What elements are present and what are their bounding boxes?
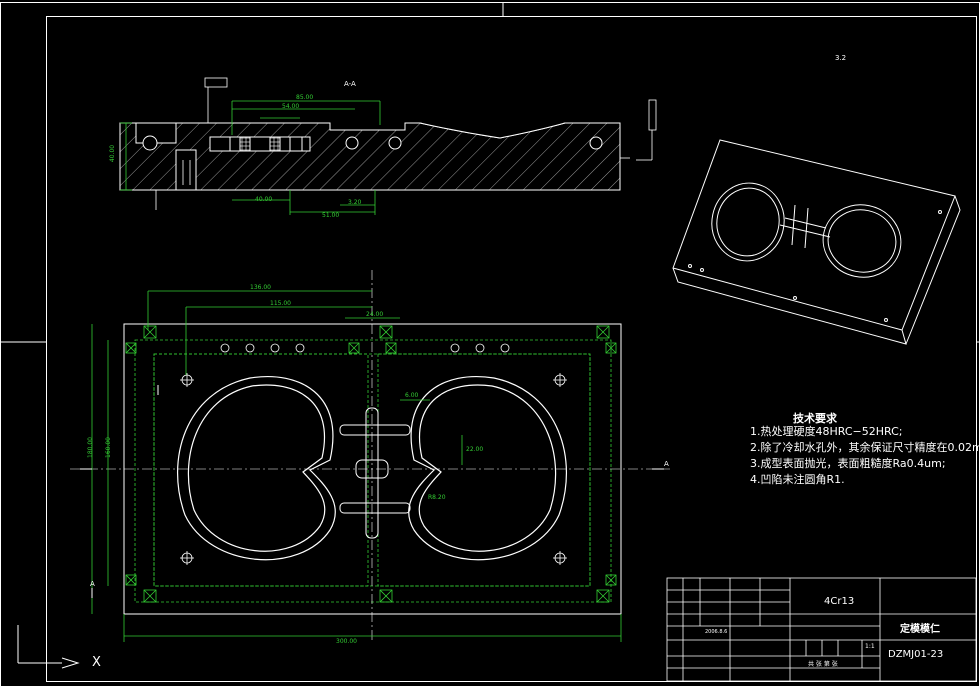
tech-req-item: 1.热处理硬度48HRC−52HRC; (750, 425, 903, 438)
scale: 1:1 (865, 643, 875, 650)
ucs-y-label: Y (10, 612, 16, 622)
material: 4Cr13 (824, 596, 855, 607)
dim-section-top-1: 85.00 (296, 94, 314, 101)
tech-req-item: 4.凹陷未注圆角R1. (750, 473, 845, 486)
dim-section-left: 40.00 (109, 144, 117, 163)
dim-plan-small-1: 6.00 (405, 392, 419, 399)
dim-plan-small-2: 22.00 (466, 446, 484, 453)
section-view (119, 77, 657, 215)
dim-plan-top-2: 115.00 (270, 300, 291, 307)
plan-view (70, 270, 670, 642)
tech-req-item: 2.除了冷却水孔外，其余保证尺寸精度在0.02mm以内; (750, 441, 980, 454)
tech-req-title: 技术要求 (793, 412, 837, 425)
date: 2006.8.6 (705, 629, 728, 635)
sheet-info: 共 张 第 张 (808, 661, 838, 668)
dim-section-top-2: 54.00 (282, 103, 300, 110)
section-label: A-A (344, 80, 356, 88)
roughness-symbol: 3.2 (835, 54, 847, 62)
dim-section-bottom-2: 51.00 (322, 212, 340, 219)
dim-section-bottom-1: 40.00 (255, 196, 273, 203)
isometric-view (672, 139, 961, 345)
title-block (666, 577, 977, 682)
section-mark-right: A (664, 460, 669, 468)
ucs-icon (17, 625, 80, 669)
part-name: 定模模仁 (900, 624, 940, 635)
dim-plan-width-total: 300.00 (336, 638, 357, 645)
ucs-x-label: X (92, 655, 101, 670)
drawing-number: DZMJ01-23 (888, 649, 944, 660)
dim-plan-height-total: 180.00 (87, 437, 94, 458)
dim-plan-top-1: 136.00 (250, 284, 271, 291)
tech-req-item: 3.成型表面抛光，表面粗糙度Ra0.4um; (750, 457, 946, 470)
dim-plan-height-inner: 160.00 (105, 437, 112, 458)
section-mark-left: A (90, 580, 95, 588)
dim-plan-top-3: 24.00 (366, 311, 384, 318)
dim-radius-label: R8.20 (428, 494, 446, 501)
dim-section-bottom-3: 3.20 (348, 199, 362, 206)
